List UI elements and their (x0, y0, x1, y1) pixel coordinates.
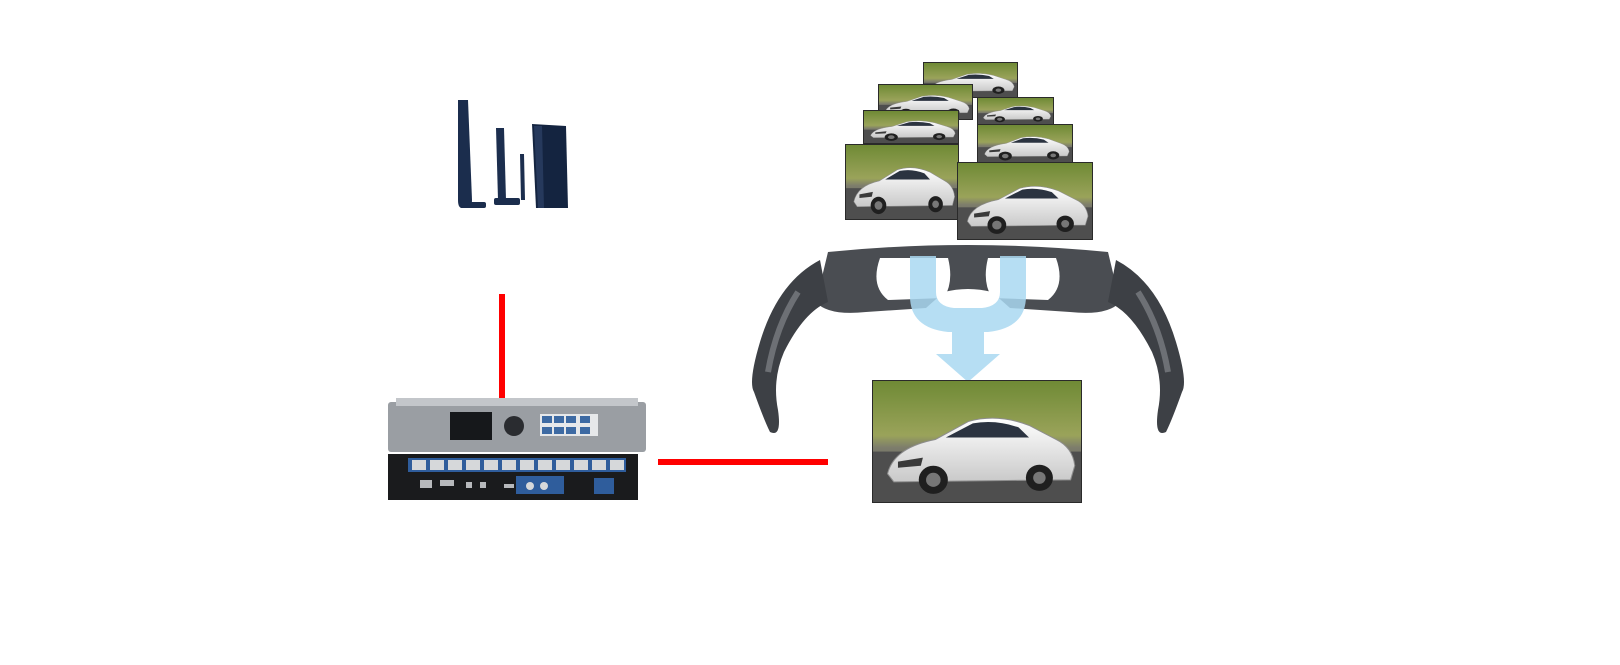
processor-caption (370, 518, 660, 540)
emitter-caption (418, 236, 608, 258)
car-frames-icon (845, 62, 1095, 240)
3d-glasses-icon (752, 245, 1184, 434)
video-processor-icon (388, 398, 646, 500)
connector-emitter-processor (499, 294, 505, 400)
display-caption (900, 518, 1060, 540)
antenna-emitter-icon (458, 100, 568, 208)
connector-processor-display (658, 459, 828, 465)
car-display-icon (872, 380, 1082, 503)
